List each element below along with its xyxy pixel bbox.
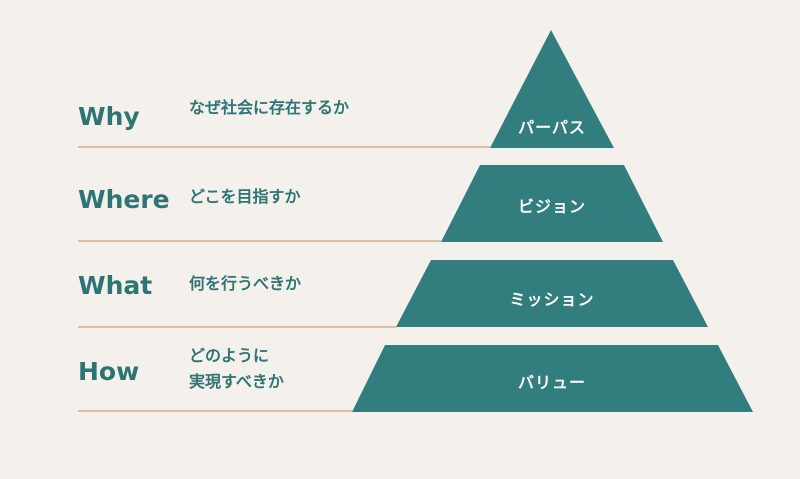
divider-why (78, 146, 490, 148)
tier-label-value: バリュー (517, 373, 587, 392)
tier-label-purpose: パーパス (518, 118, 586, 137)
question-why: Why (78, 102, 140, 131)
pyramid-tier-vision (441, 165, 663, 242)
divider-where (78, 240, 441, 242)
question-where: Where (78, 185, 170, 214)
pyramid-tier-value (352, 345, 753, 412)
description-why: なぜ社会に存在するか (189, 98, 350, 117)
question-how: How (78, 357, 140, 386)
description-how-line2: 実現すべきか (189, 372, 284, 391)
description-what: 何を行うべきか (189, 274, 302, 293)
divider-how (78, 410, 352, 412)
tier-label-vision: ビジョン (517, 197, 587, 216)
pyramid-tier-mission (396, 260, 708, 327)
description-how-line1: どのように (189, 346, 270, 365)
pyramid-tier-purpose (490, 30, 614, 148)
description-where: どこを目指すか (189, 187, 301, 206)
divider-what (78, 326, 396, 328)
question-what: What (78, 271, 153, 300)
tier-label-mission: ミッション (509, 290, 595, 309)
